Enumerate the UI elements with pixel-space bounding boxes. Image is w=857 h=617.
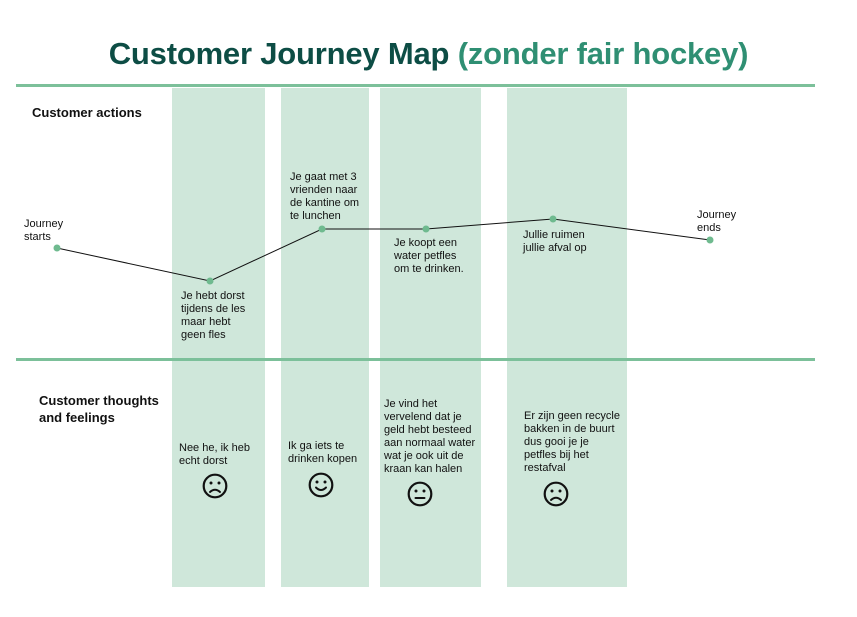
top-divider (16, 84, 815, 87)
neutral-face-icon (407, 481, 433, 507)
row-label-feelings: Customer thoughts and feelings (39, 393, 159, 425)
journey-point-3 (422, 225, 430, 233)
feeling-text-1: Nee he, ik heb echt dorst (179, 442, 250, 467)
action-text-4: Jullie ruimen jullie afval op (523, 229, 587, 254)
feeling-text-3: Je vind het vervelend dat je geld hebt b… (384, 398, 476, 475)
journey-point-4 (549, 215, 557, 223)
page-title: Customer Journey Map (zonder fair hockey… (0, 36, 857, 72)
stage-column-4 (507, 88, 627, 587)
title-subtitle: (zonder fair hockey) (457, 36, 749, 71)
stage-column-3 (380, 88, 481, 587)
action-text-3: Je koopt een water petfles om te drinken… (394, 237, 464, 275)
stage-column-2 (281, 88, 369, 587)
happy-face-icon (308, 472, 334, 498)
feeling-text-4: Er zijn geen recycle bakken in de buurt … (524, 410, 620, 474)
journey-point-2 (318, 225, 326, 233)
journey-point-end (706, 236, 714, 244)
journey-end-label: Journey ends (697, 209, 737, 234)
title-main: Customer Journey Map (108, 36, 450, 71)
action-text-1: Je hebt dorst tijdens de les maar hebt g… (181, 290, 246, 341)
journey-point-1 (206, 277, 214, 285)
journey-point-start (53, 244, 61, 252)
action-text-2: Je gaat met 3 vrienden naar de kantine o… (290, 171, 360, 222)
stage-column-1 (172, 88, 265, 587)
feeling-text-2: Ik ga iets te drinken kopen (288, 440, 358, 465)
row-label-actions: Customer actions (32, 105, 142, 120)
journey-start-label: Journey starts (24, 218, 64, 243)
middle-divider (16, 358, 815, 361)
sad-face-icon (543, 481, 569, 507)
sad-face-icon (202, 473, 228, 499)
